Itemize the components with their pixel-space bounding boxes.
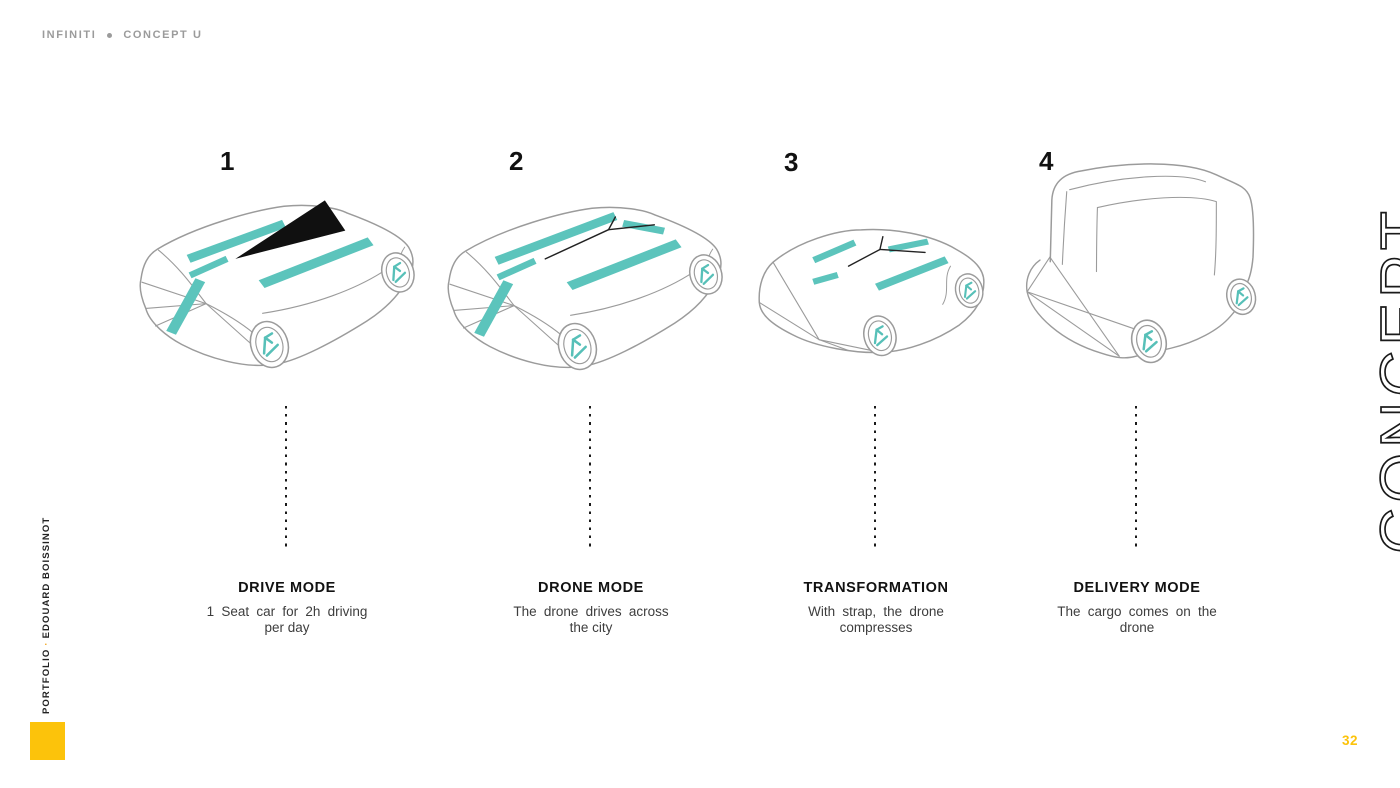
breadcrumb: INFINITI CONCEPT U [42,29,203,41]
description-line: compresses [839,620,913,635]
rear-wheel [1225,278,1257,316]
front-wheel [249,320,290,369]
dotted-connector [589,406,592,552]
step-1-title: DRIVE MODE [238,580,336,596]
author-label: EDOUARD BOISSINOT [41,516,52,639]
rear-wheel [688,254,723,295]
rail-separator-dot-icon: · [41,641,52,646]
car-delivery-mode-illustration [1025,163,1257,364]
step-2-title: DRONE MODE [538,580,644,596]
description-line: With strap, the drone [808,604,944,619]
rear-wheel [380,252,415,293]
brand-label: INFINITI [42,29,97,41]
dotted-connector [874,406,877,552]
description-line: 1 Seat car for 2h driving [206,604,368,619]
step-1-number: 1 [220,146,235,176]
step-4-title: DELIVERY MODE [1073,580,1201,596]
folded-sail-lines [847,236,926,267]
step-2-number: 2 [509,146,524,176]
folded-sail-lines [544,216,656,260]
front-wheel [1130,319,1168,364]
car-drive-mode-illustration [139,200,415,369]
description-line: the city [569,620,613,635]
separator-dot-icon [107,32,113,38]
step-2-description: The drone drives across the city [486,604,696,636]
description-line: per day [264,620,310,635]
sail-fin-shape [235,200,346,259]
dotted-connector [1135,406,1138,552]
concept-vertical-title: CONCEPT [1366,205,1400,555]
step-3-number: 3 [784,147,799,177]
step-4-description: The cargo comes on the drone [1032,604,1242,636]
car-transformation-illustration [758,228,985,357]
step-1-description: 1 Seat car for 2h driving per day [182,604,392,636]
yellow-accent-square [30,722,65,760]
portfolio-author-rail: PORTFOLIO · EDOUARD BOISSINOT [41,517,53,714]
step-4-number: 4 [1039,146,1054,176]
front-wheel [557,322,598,371]
description-line: The cargo comes on the [1057,604,1217,619]
step-3-description: With strap, the drone compresses [771,604,981,636]
description-line: drone [1119,620,1155,635]
page-number: 32 [1342,733,1359,748]
project-label: CONCEPT U [123,29,203,41]
description-line: The drone drives across [513,604,669,619]
dotted-connector [285,406,288,552]
rear-wheel [954,273,984,309]
step-3-title: TRANSFORMATION [803,580,949,596]
portfolio-label: PORTFOLIO [41,648,52,714]
front-wheel [863,315,897,357]
car-drone-mode-illustration [447,206,723,371]
